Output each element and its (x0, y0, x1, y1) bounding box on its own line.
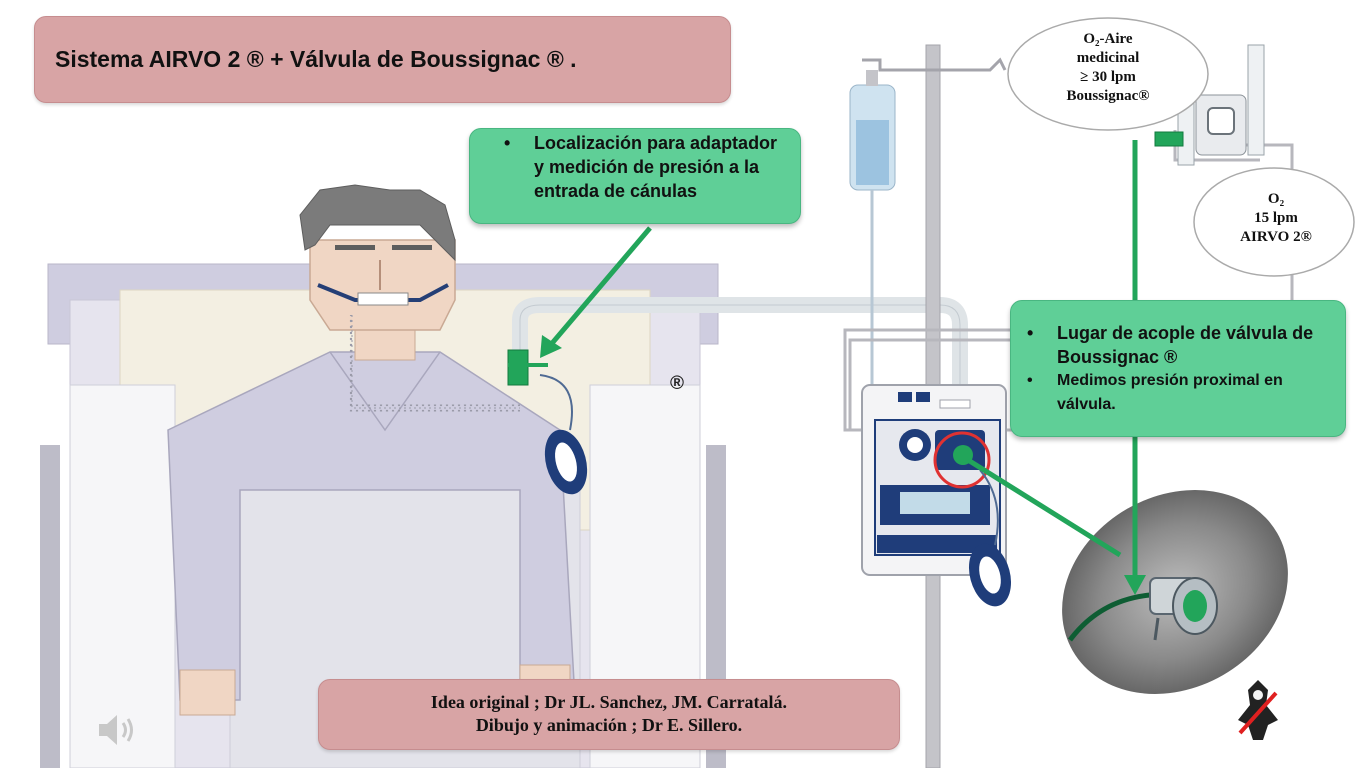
callout-cannula-item: Localización para adaptador y medición d… (504, 131, 790, 203)
title-text: Sistema AIRVO 2 ® + Válvula de Boussigna… (55, 46, 577, 72)
pressure-manometer-cannula (539, 374, 588, 495)
callout-valve-location: Lugar de acople de válvula de Boussignac… (1010, 300, 1346, 437)
credits-line2: Dibujo y animación ; Dr E. Sillero. (475, 715, 743, 735)
callout-cannula-location: Localización para adaptador y medición d… (469, 128, 801, 224)
callout-valve-item-1: Lugar de acople de válvula de Boussignac… (1027, 321, 1335, 369)
oval-airvo-bg (1193, 167, 1355, 277)
callout-valve-item-2: Medimos presión proximal en válvula. (1027, 369, 1335, 417)
title-box: Sistema AIRVO 2 ® + Válvula de Boussigna… (34, 16, 731, 103)
credits-line1: Idea original ; Dr JL. Sanchez, JM. Carr… (430, 692, 788, 712)
heated-circuit-tube (507, 297, 968, 400)
oval-boussignac-label: O₂-Aire medicinal ≥ 30 lpm Boussignac® (1018, 30, 1198, 106)
oval-airvo-line3: AIRVO 2® (1240, 229, 1312, 245)
oval-boussignac-line1: O₂-Aire (1083, 31, 1133, 47)
oval-boussignac-line3: ≥ 30 lpm (1080, 69, 1136, 85)
oval-airvo-label: O₂ 15 lpm AIRVO 2® (1206, 190, 1346, 247)
pressure-manometer-device (968, 469, 1012, 607)
author-logo (1228, 675, 1288, 750)
credits-box: Idea original ; Dr JL. Sanchez, JM. Carr… (318, 679, 900, 750)
boussignac-valve-closeup (1062, 490, 1288, 694)
registered-mark: ® (670, 373, 684, 394)
flowmeters (1154, 44, 1265, 166)
oval-airvo-line1: O₂ (1267, 191, 1285, 207)
oval-boussignac-line2: medicinal (1076, 50, 1140, 66)
speaker-icon[interactable] (95, 710, 139, 755)
oval-airvo-line2: 15 lpm (1254, 210, 1298, 226)
oval-boussignac-line4: Boussignac® (1066, 88, 1150, 104)
oval-boussignac-bg (1007, 17, 1209, 131)
